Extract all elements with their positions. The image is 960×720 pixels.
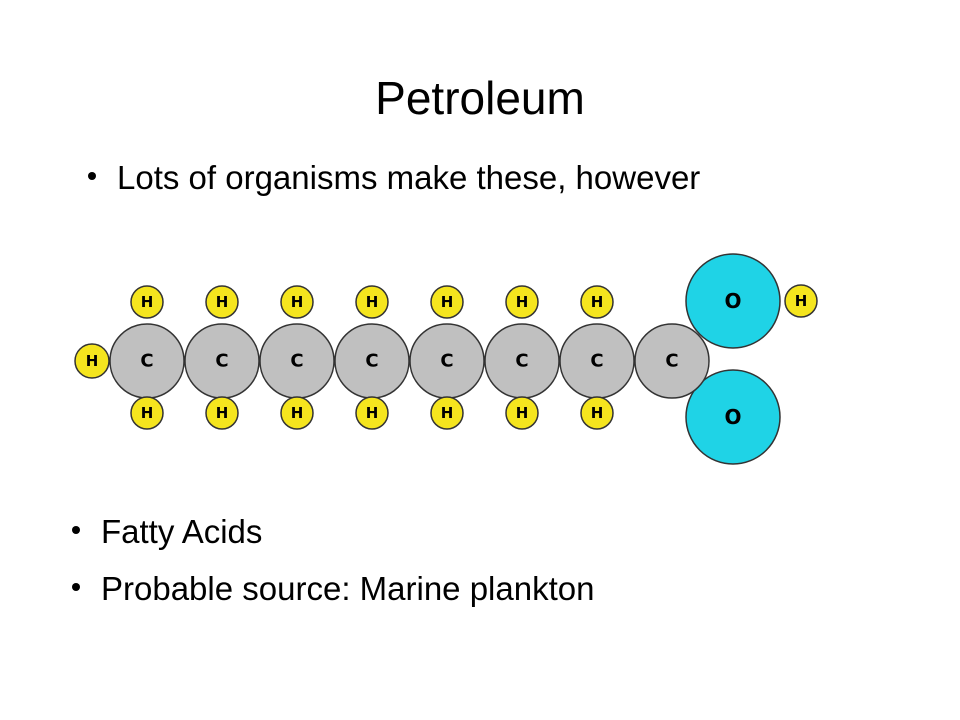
hydrogen-atom: H <box>130 396 164 430</box>
hydrogen-atom: H <box>355 396 389 430</box>
svg-text:H: H <box>795 292 808 310</box>
svg-text:H: H <box>141 404 154 422</box>
svg-text:H: H <box>441 404 454 422</box>
svg-text:H: H <box>591 293 604 311</box>
bullet-dot-icon <box>88 172 96 180</box>
svg-text:H: H <box>366 293 379 311</box>
bullet-text: Lots of organisms make these, however <box>117 159 701 196</box>
svg-text:H: H <box>441 293 454 311</box>
hydrogen-atom: H <box>580 396 614 430</box>
carbon-atom: C <box>409 323 485 399</box>
svg-text:H: H <box>216 293 229 311</box>
bullet-text: Fatty Acids <box>101 513 263 550</box>
hydrogen-atom: H <box>205 285 239 319</box>
hydrogen-atom: H <box>280 285 314 319</box>
bullet-item: Probable source: Marine plankton <box>72 569 594 609</box>
hydrogen-atom: H <box>280 396 314 430</box>
svg-text:H: H <box>291 293 304 311</box>
bullet-dot-icon <box>72 583 80 591</box>
hydrogen-atom: H <box>430 285 464 319</box>
svg-text:H: H <box>291 404 304 422</box>
oxygen-atom: O <box>685 253 781 349</box>
svg-text:C: C <box>290 351 303 372</box>
carbon-atom: C <box>109 323 185 399</box>
hydrogen-atom: H <box>784 284 818 318</box>
carbon-atom: C <box>634 323 710 399</box>
svg-text:H: H <box>591 404 604 422</box>
hydrogen-atom: H <box>580 285 614 319</box>
carbon-atom: C <box>559 323 635 399</box>
svg-text:C: C <box>665 351 678 372</box>
svg-text:H: H <box>366 404 379 422</box>
bullet-text: Probable source: Marine plankton <box>101 570 595 607</box>
svg-text:O: O <box>724 289 741 313</box>
svg-text:C: C <box>440 351 453 372</box>
bullet-dot-icon <box>72 526 80 534</box>
hydrogen-atom: H <box>130 285 164 319</box>
svg-text:H: H <box>86 352 99 370</box>
hydrogen-atom: H <box>505 285 539 319</box>
bullet-item: Lots of organisms make these, however <box>88 158 700 198</box>
carbon-atom: C <box>184 323 260 399</box>
hydrogen-atom: H <box>505 396 539 430</box>
svg-text:H: H <box>141 293 154 311</box>
svg-text:C: C <box>515 351 528 372</box>
bullet-item: Fatty Acids <box>72 512 262 552</box>
svg-text:H: H <box>516 293 529 311</box>
svg-text:H: H <box>216 404 229 422</box>
hydrogen-atom: H <box>430 396 464 430</box>
svg-text:O: O <box>724 405 741 429</box>
slide-title: Petroleum <box>375 72 585 124</box>
hydrogen-atom: H <box>205 396 239 430</box>
oxygen-atom: O <box>685 369 781 465</box>
svg-text:C: C <box>215 351 228 372</box>
carbon-atom: C <box>334 323 410 399</box>
svg-text:H: H <box>516 404 529 422</box>
hydrogen-atom: H <box>355 285 389 319</box>
carbon-atom: C <box>484 323 560 399</box>
svg-text:C: C <box>365 351 378 372</box>
svg-text:C: C <box>140 351 153 372</box>
svg-text:C: C <box>590 351 603 372</box>
carbon-atom: C <box>259 323 335 399</box>
hydrogen-atom: H <box>74 343 110 379</box>
